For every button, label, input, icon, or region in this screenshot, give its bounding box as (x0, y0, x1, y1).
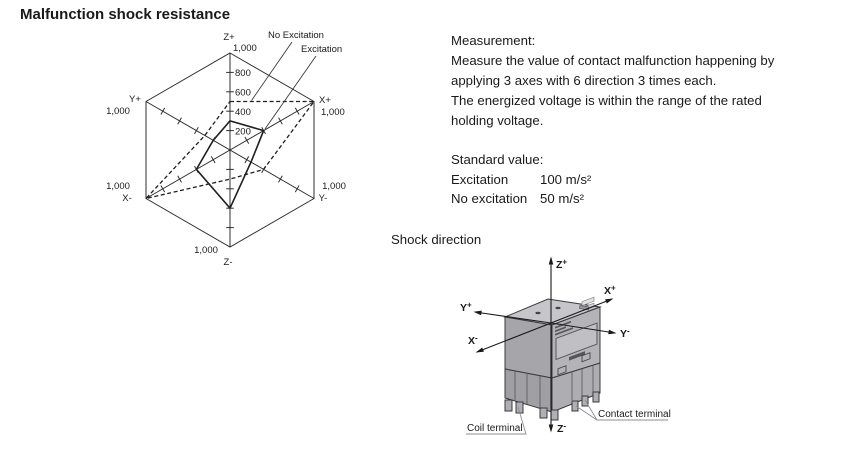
radar-vertex-value-y-plus: 1,000 (106, 106, 130, 117)
shock-direction-diagram: Z+ X+ Y+ X- Y- Z- Coil terminal Contact … (460, 256, 671, 436)
radar-tick (177, 117, 182, 125)
relay-left-face (504, 316, 553, 379)
relay-label-sticker (581, 296, 595, 307)
measurement-heading: Measurement: (451, 33, 536, 48)
contact-terminal-leader2 (584, 399, 598, 421)
shock-axis-y-minus (550, 322, 616, 334)
radar-tick (294, 107, 300, 115)
radar-axis-label-y-plus: Y+ (129, 94, 141, 105)
radar-tick (194, 127, 199, 135)
relay-pin (592, 391, 600, 403)
standard-value-label: No excitation (451, 191, 528, 206)
radar-vertex-value-z-minus: 1,000 (194, 245, 218, 256)
radar-tick-label-400: 400 (235, 107, 251, 118)
shock-axis-y-plus (474, 311, 552, 324)
shock-axis-arrowhead-z-plus (548, 256, 554, 265)
standard-value-heading: Standard value: (451, 152, 544, 167)
standard-value-row: Excitation 100 m/s² (451, 170, 591, 190)
radar-tick-label-200: 200 (235, 127, 251, 138)
axis-label-y-minus: Y- (620, 327, 630, 341)
radar-tick (278, 117, 283, 125)
measurement-line: The energized voltage is within the rang… (451, 93, 762, 108)
legend-no-excitation-pointer (251, 41, 293, 101)
shock-axis-x-plus (550, 298, 613, 324)
standard-value-block: Standard value: Excitation 100 m/s² No e… (451, 150, 591, 209)
page-title: Malfunction shock resistance (20, 6, 231, 23)
axis-label-x-plus: X+ (604, 284, 616, 298)
radar-tick-label-600: 600 (235, 88, 251, 99)
coil-terminal-label: Coil terminal (467, 423, 523, 434)
relay-top-dot (555, 306, 561, 310)
axis-label-y-plus: Y+ (460, 301, 472, 315)
shock-axis-x-minus (476, 322, 552, 353)
relay-window (555, 322, 598, 361)
relay-pin (581, 395, 589, 407)
relay-bump (557, 365, 567, 376)
radar-tick (294, 185, 300, 193)
shock-resistance-radar-chart: Z+ 1,000 X+ 1,000 1,000 Y- 1,000 Z- 1,00… (106, 30, 346, 268)
relay-marking (555, 326, 566, 333)
standard-value-row: No excitation 50 m/s² (451, 189, 591, 209)
radar-tick (244, 156, 250, 164)
radar-axis-label-x-plus: X+ (319, 95, 331, 106)
standard-value-label: Excitation (451, 171, 509, 187)
radar-vertex-value-z-plus: 1,000 (233, 43, 257, 54)
radar-axis-label-z-minus: Z- (224, 257, 233, 268)
radar-tick (210, 156, 216, 164)
contact-terminal-label: Contact terminal (598, 409, 671, 420)
shock-axis-arrowhead-y-plus (473, 310, 482, 316)
legend-excitation-pointer (264, 55, 317, 130)
shock-direction-heading: Shock direction (391, 232, 482, 247)
radar-series-excitation (195, 119, 265, 210)
relay-top-dot (535, 311, 541, 315)
shock-axis-arrowhead-y-minus (608, 329, 617, 335)
relay-pin (504, 399, 513, 412)
shock-axis-arrowhead-z-minus (548, 424, 554, 433)
measurement-line: holding voltage. (451, 113, 544, 128)
relay-bump (581, 352, 591, 363)
radar-vertex-value-y-minus: 1,000 (322, 181, 346, 192)
radar-axis-label-z-plus: Z+ (223, 32, 235, 43)
radar-axis-label-y-minus: Y- (319, 193, 328, 204)
radar-vertex-value-x-minus: 1,000 (106, 181, 130, 192)
axis-label-x-minus: X- (468, 334, 478, 348)
shock-axis-arrowhead-x-minus (475, 347, 484, 353)
relay-pin (550, 409, 559, 421)
legend-no-excitation-label: No Excitation (268, 30, 324, 41)
axis-label-z-minus: Z- (557, 422, 566, 436)
relay-pin (571, 400, 579, 412)
measurement-line: Measure the value of contact malfunction… (451, 53, 775, 68)
relay-face-details (555, 296, 598, 376)
standard-value-amount: 100 m/s² (540, 171, 592, 187)
relay-marking (555, 327, 573, 336)
radar-tick (177, 175, 182, 183)
shock-axis-arrowhead-x-plus (605, 298, 614, 304)
radar-tick (160, 185, 166, 193)
radar-tick (278, 175, 283, 183)
radar-axis-label-x-minus: X- (122, 193, 132, 204)
relay-right-skirt (551, 362, 601, 413)
measurement-block: Measurement: Measure the value of contac… (451, 31, 774, 131)
measurement-line: applying 3 axes with 6 direction 3 times… (451, 73, 717, 88)
radar-tick (160, 107, 166, 115)
relay-marking (569, 351, 585, 361)
radar-vertex-value-x-plus: 1,000 (321, 107, 345, 118)
coil-terminal-leader (466, 406, 527, 435)
legend-excitation-label: Excitation (301, 44, 342, 55)
relay-pin (539, 407, 548, 419)
radar-tick (244, 136, 250, 144)
radar-axis-y (145, 101, 315, 199)
radar-tick-label-800: 800 (235, 68, 251, 79)
standard-value-amount: 50 m/s² (540, 191, 584, 206)
axis-label-z-plus: Z+ (556, 258, 567, 272)
